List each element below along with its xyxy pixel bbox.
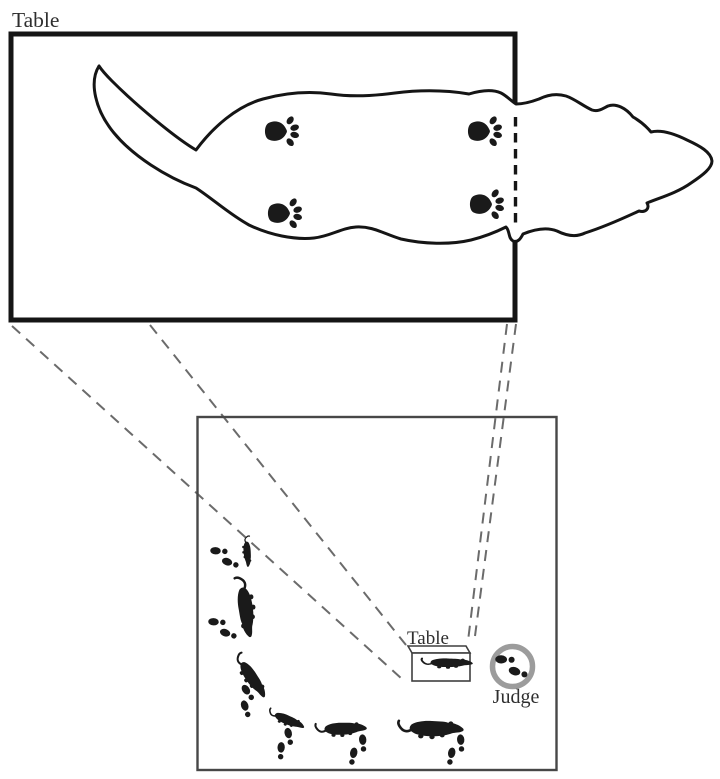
dog-top-view-outline: [92, 64, 714, 245]
ring-dog-2: [233, 574, 261, 640]
handler-footprints-4: [274, 727, 296, 760]
projection-line-left-1: [11, 325, 403, 680]
ring-panel: Table Judge: [196, 415, 558, 772]
ring-table: Table: [406, 628, 474, 682]
top-panel: Table: [8, 8, 714, 323]
ring-dog-3: [228, 651, 271, 703]
ring-dog-5: [314, 720, 369, 740]
ring-table-label: Table: [407, 628, 449, 649]
judge-label: Judge: [493, 686, 540, 708]
handler-footprints-2: [205, 615, 240, 640]
judge-position: Judge: [489, 643, 540, 708]
ring-dog-6: [397, 719, 465, 741]
ring-dog-1: [240, 535, 253, 568]
judge-footprints: [492, 652, 531, 679]
handler-footprints-5: [348, 733, 369, 766]
projection-line-right-2: [474, 323, 517, 637]
handler-footprints-6: [446, 733, 467, 766]
show-ring-outline: [196, 415, 558, 772]
judge-ring-icon: [489, 643, 536, 690]
zoom-projection-lines: [11, 323, 517, 680]
handler-footprints-1: [207, 544, 242, 569]
exam-table-label: Table: [12, 8, 59, 32]
projection-line-right-1: [467, 323, 508, 642]
